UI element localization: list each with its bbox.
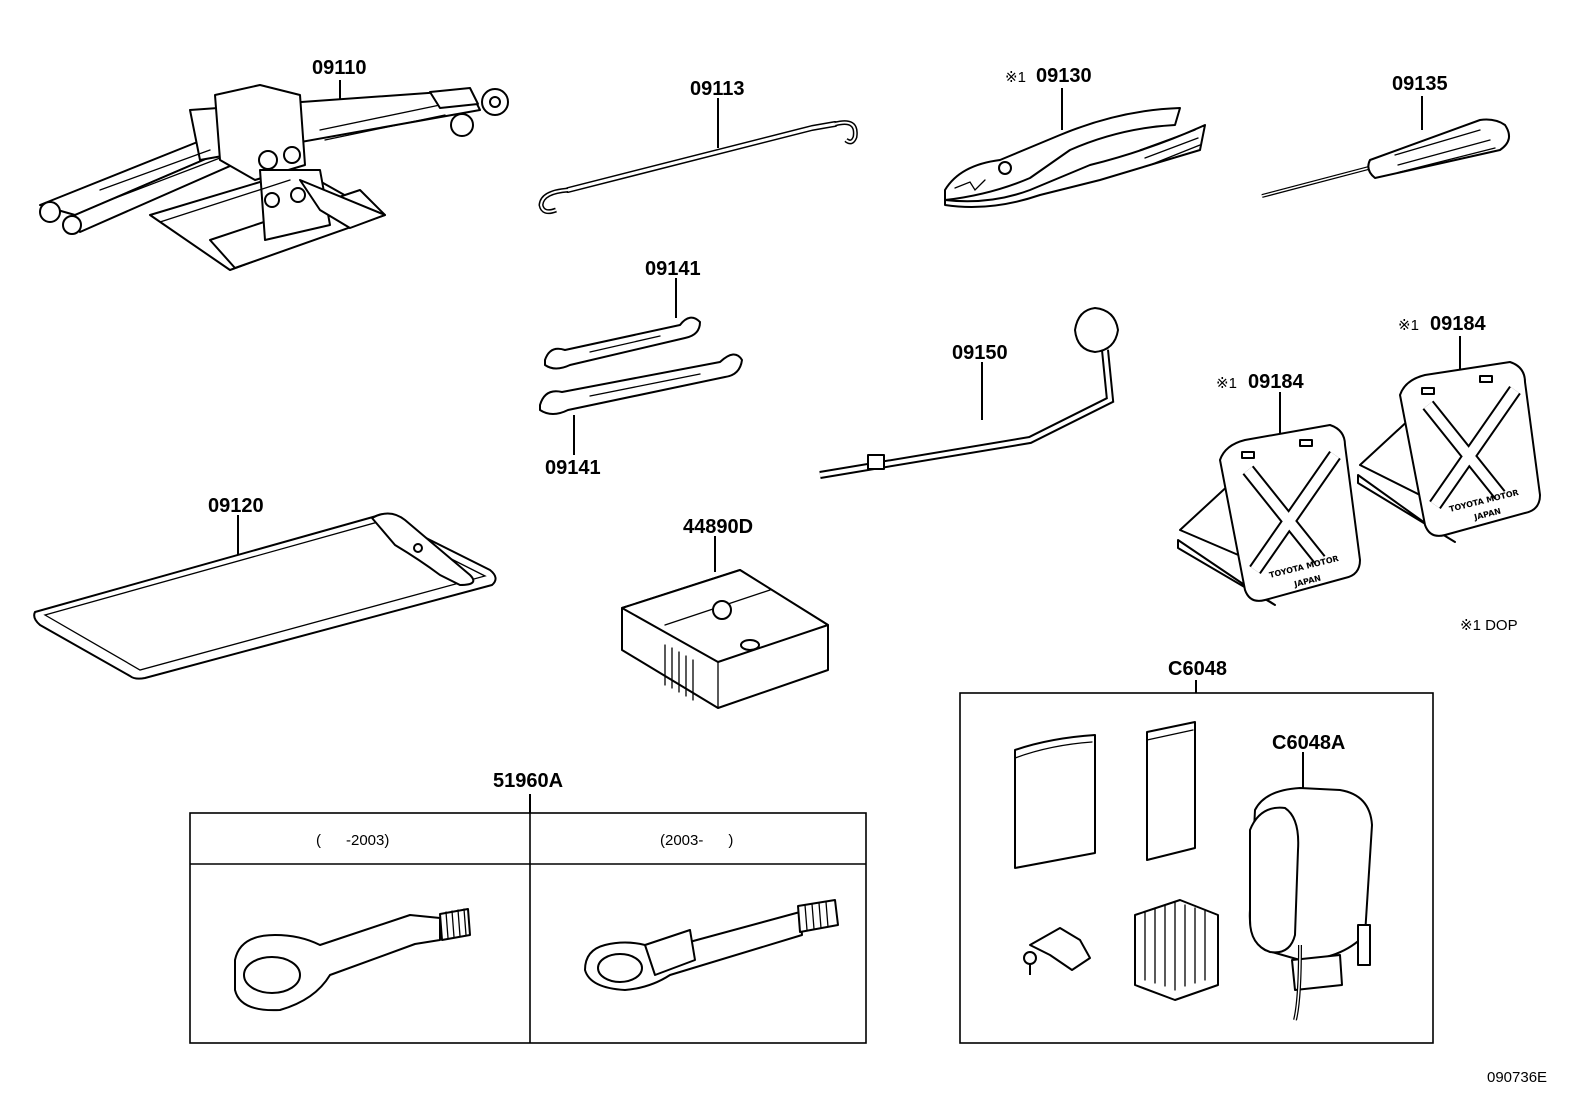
diagram-code: 090736E [1487,1069,1547,1086]
jack-handle-illustration [538,98,858,215]
chock-left-part-number: 09184 [1248,371,1304,393]
wheel-chock-left-illustration: TOYOTA MOTOR JAPAN [1177,392,1361,606]
towing-eye-frame [189,812,867,1044]
towing-eye-late-illustration [584,899,839,991]
compressor-part-number: C6048A [1272,732,1345,754]
screwdriver-illustration [1261,96,1510,198]
repair-case-illustration [621,536,829,709]
chock-left-dop-mark: ※1 [1216,375,1237,392]
chock-right-part-number: 09184 [1430,313,1486,335]
dop-footnote: ※1 DOP [1460,617,1518,634]
towing-eye-part-number: 51960A [493,770,563,792]
wrench-top-part-number: 09141 [645,258,701,280]
tool-bag-part-number: 09120 [208,495,264,517]
pliers-part-number: 09130 [1036,65,1092,87]
repair-kit-part-number: C6048 [1168,658,1227,680]
pliers-dop-mark: ※1 [1005,69,1026,86]
scissor-jack-illustration [39,80,509,271]
screwdriver-part-number: 09135 [1392,73,1448,95]
wheel-wrench-illustration [819,307,1119,479]
towing-eye-group [189,794,867,1044]
jack-part-number: 09110 [312,57,367,79]
repair-case-part-number: 44890D [683,516,753,538]
wrenches-illustration [539,278,743,455]
wrench-bottom-part-number: 09141 [545,457,601,479]
wheel-chock-right-illustration: TOYOTA MOTOR JAPAN [1357,336,1541,543]
jack-handle-part-number: 09113 [690,78,745,100]
towing-eye-period-late: (2003- ) [660,832,733,849]
repair-kit-group [959,680,1434,1044]
tool-bag-illustration [33,512,497,680]
chock-right-dop-mark: ※1 [1398,317,1419,334]
pliers-illustration [944,88,1206,209]
wheel-wrench-part-number: 09150 [952,342,1008,364]
towing-eye-period-early: ( -2003) [316,832,389,849]
repair-kit-frame [959,692,1434,1044]
towing-eye-early-illustration [234,908,471,1012]
